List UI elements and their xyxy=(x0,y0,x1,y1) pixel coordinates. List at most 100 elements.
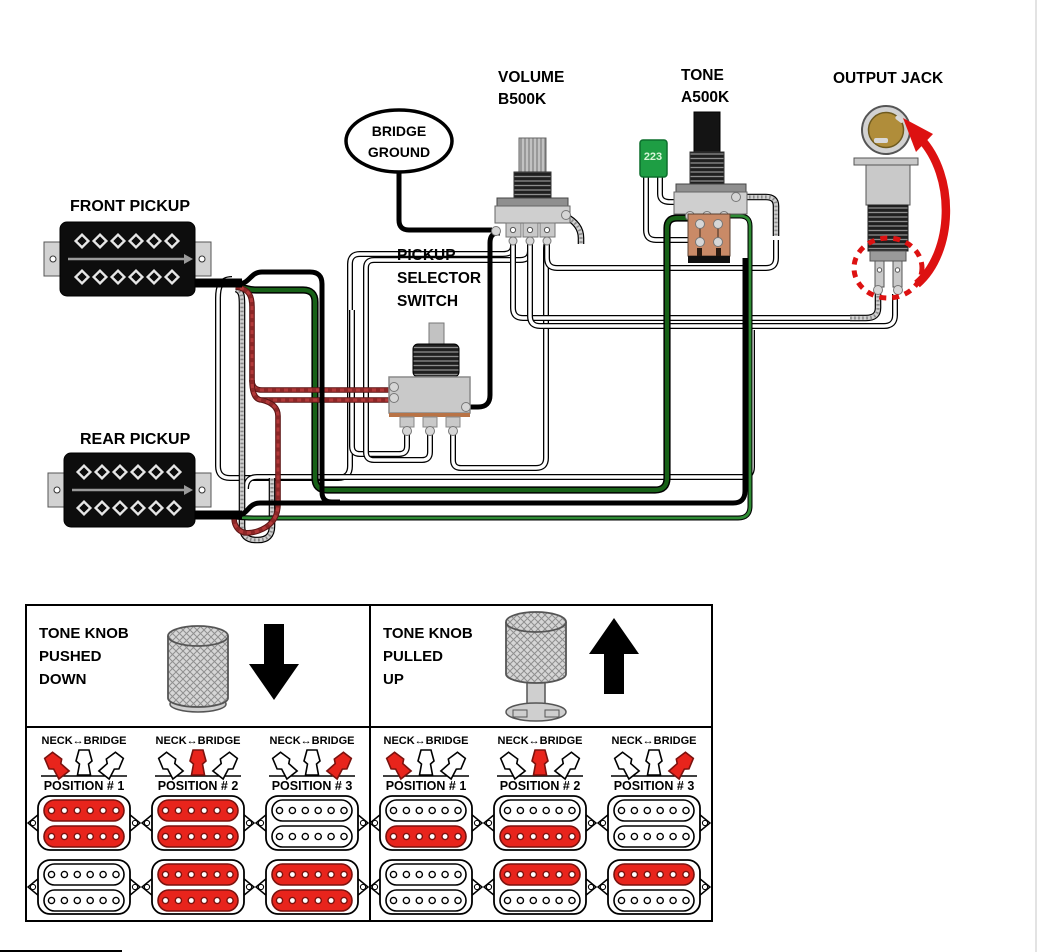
pickup-center-arrow xyxy=(184,254,193,264)
coil-inactive xyxy=(43,889,125,912)
page-bottom-edge xyxy=(0,950,122,952)
coil-dot xyxy=(542,870,551,879)
cell-text: NECK↔BRIDGE xyxy=(612,735,697,747)
coil-active xyxy=(271,863,353,886)
front-pickup-label: FRONT PICKUP xyxy=(70,198,190,215)
coil-dot xyxy=(389,832,398,841)
coil-dot xyxy=(275,832,284,841)
wire-red-pair xyxy=(250,379,390,402)
coil-dot xyxy=(643,870,652,879)
solder-lug xyxy=(525,236,535,246)
pole-piece xyxy=(93,463,111,481)
icon-ear-hole xyxy=(485,883,493,891)
coil-dot xyxy=(529,870,538,879)
pole-piece xyxy=(165,499,183,517)
coil-dot xyxy=(542,832,551,841)
wire-red-front xyxy=(235,285,390,392)
coil-active xyxy=(271,889,353,912)
coil-dot xyxy=(73,832,82,841)
coil-dot xyxy=(630,896,639,905)
coil-dot xyxy=(340,832,348,841)
coil-dot xyxy=(503,806,512,815)
coil-dot xyxy=(327,806,335,815)
coil-dot xyxy=(288,832,297,841)
switch-tab xyxy=(445,416,461,428)
jack-prong xyxy=(892,260,903,288)
volume-bushing xyxy=(513,171,552,201)
coil-dot xyxy=(529,806,538,815)
coil-dot xyxy=(112,832,120,841)
solder-lug xyxy=(542,236,552,246)
coil-dot xyxy=(200,806,208,815)
wire-white-switch-lug2 xyxy=(364,242,532,462)
coil-dot xyxy=(643,896,652,905)
coil-dot xyxy=(187,870,196,879)
coil-dot xyxy=(86,896,95,905)
coil-dot xyxy=(643,832,652,841)
coil-dot xyxy=(174,806,183,815)
bridge-ground-line2: GROUND xyxy=(368,144,430,160)
coil-dot xyxy=(60,896,69,905)
icon-ear-hole xyxy=(257,819,265,827)
solder-lug xyxy=(713,219,723,229)
wire-white-tone-loop xyxy=(544,240,779,271)
output-jack-label: OUTPUT JACK xyxy=(833,70,944,87)
cell-text: POSITION # 1 xyxy=(386,779,467,793)
coil-dot xyxy=(327,832,335,841)
coil-dot xyxy=(288,896,297,905)
coil-dot xyxy=(200,896,208,905)
selector-label-line3: SWITCH xyxy=(397,293,458,310)
wire-shield-front-drop xyxy=(235,287,274,542)
pole-piece xyxy=(109,232,127,250)
pole-piece xyxy=(73,268,91,286)
coil-dot xyxy=(187,806,196,815)
coil-active xyxy=(613,863,695,886)
capacitor-value: 223 xyxy=(644,151,662,163)
switch-tab xyxy=(422,416,438,428)
coil-dot xyxy=(428,806,437,815)
bridge-pickup-icon xyxy=(596,859,711,915)
coil-dot xyxy=(516,870,525,879)
tone-switch-pcb xyxy=(687,213,731,257)
coil-active xyxy=(43,825,125,848)
icon-ear-hole xyxy=(371,883,379,891)
icon-ear-hole xyxy=(485,819,493,827)
cell-text: NECK↔BRIDGE xyxy=(42,735,127,747)
coil-dot xyxy=(441,832,449,841)
bridge-pickup-icon xyxy=(27,859,142,915)
knob-up xyxy=(505,611,567,722)
coil-dot xyxy=(314,896,323,905)
coil-dot xyxy=(327,870,335,879)
lever-center xyxy=(75,749,93,776)
coil-dot xyxy=(174,832,183,841)
coil-dot xyxy=(327,896,335,905)
icon-ear-hole xyxy=(587,883,595,891)
coil-dot xyxy=(441,896,449,905)
solder-lug xyxy=(491,226,501,236)
switch-base-strip xyxy=(389,413,470,417)
title-line: UP xyxy=(383,671,404,688)
coil-dot xyxy=(389,806,398,815)
wire-white-jack-lower xyxy=(528,242,897,328)
coil-inactive xyxy=(613,889,695,912)
jack-base xyxy=(869,250,907,262)
coil-dot xyxy=(669,896,677,905)
pcb-slot xyxy=(697,248,702,256)
coil-dot xyxy=(555,896,563,905)
coil-dot xyxy=(529,896,538,905)
coil-dot xyxy=(86,832,95,841)
coil-dot xyxy=(454,806,462,815)
coil-dot xyxy=(503,832,512,841)
coil-dot xyxy=(630,832,639,841)
pole-piece xyxy=(127,268,145,286)
bridge-ground-callout: BRIDGE GROUND xyxy=(344,108,454,174)
coil-dot xyxy=(288,870,297,879)
coil-dot xyxy=(643,806,652,815)
lever-center-selected xyxy=(531,749,549,776)
coil-dot xyxy=(682,896,690,905)
coil-dot xyxy=(630,806,639,815)
pole-piece xyxy=(127,232,145,250)
coil-dot xyxy=(213,870,221,879)
coil-dot xyxy=(226,806,234,815)
coil-dot xyxy=(275,896,284,905)
